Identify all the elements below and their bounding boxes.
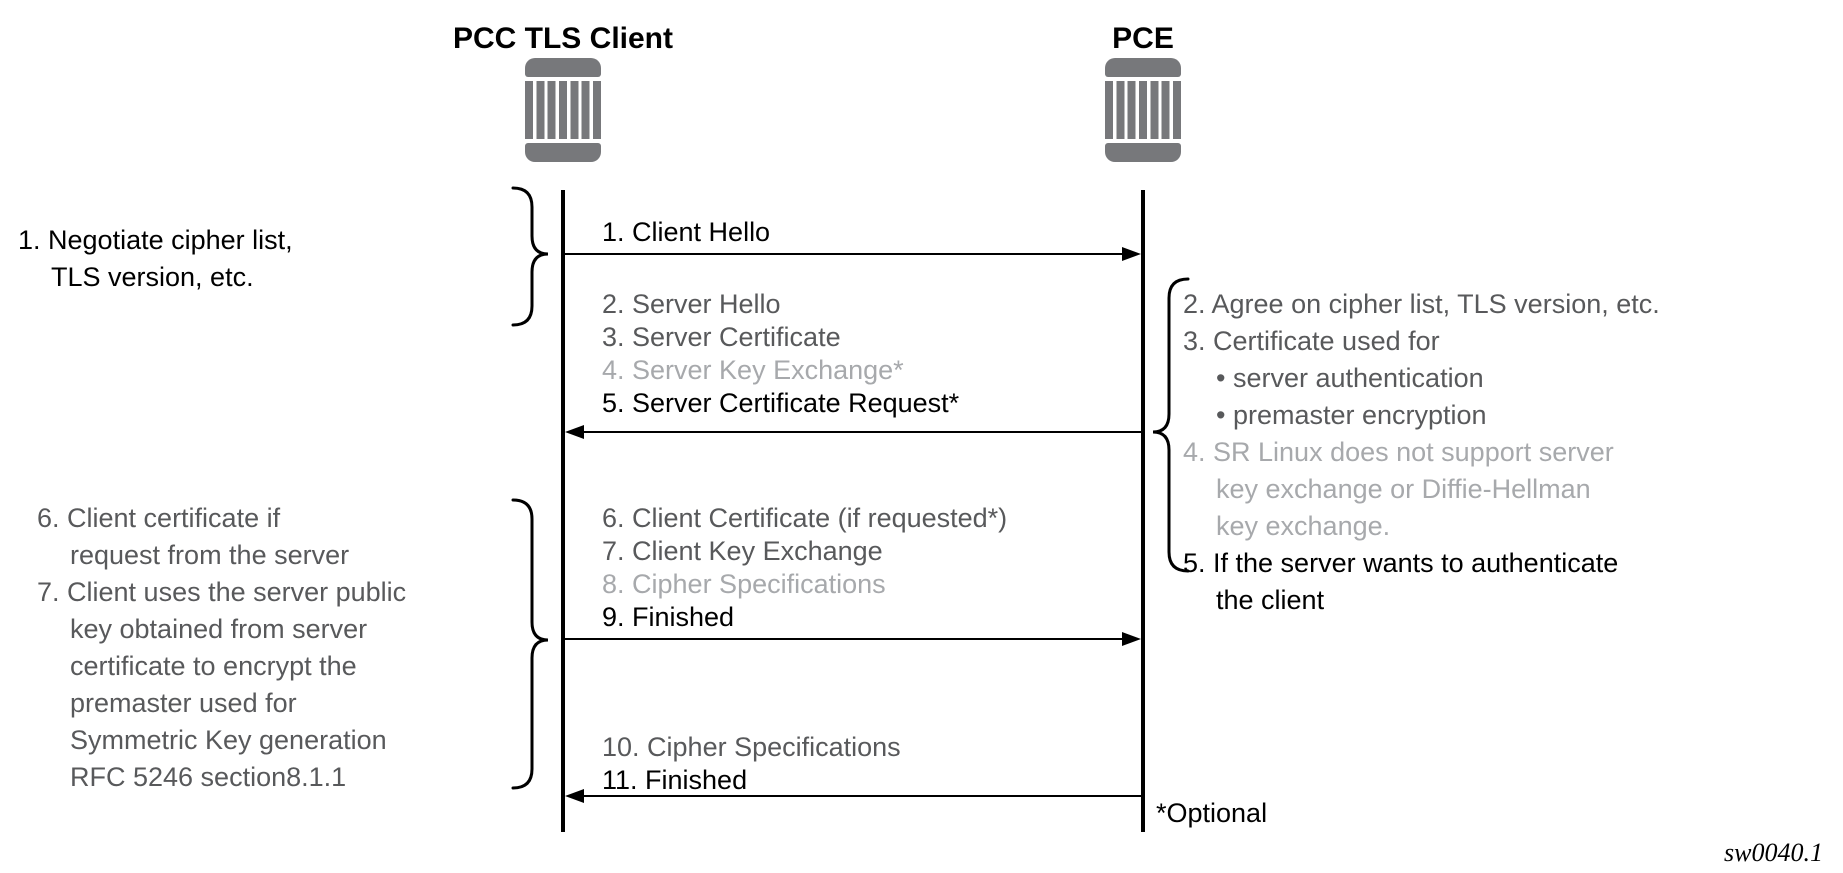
actor-title-pcc-tls-client: PCC TLS Client (452, 22, 673, 55)
note-line: 2. Agree on cipher list, TLS version, et… (1183, 289, 1660, 319)
note-line: certificate to encrypt the (70, 651, 357, 681)
note-line: 6. Client certificate if (37, 503, 281, 533)
router-icon-bottom-cap (525, 143, 601, 162)
curly-brace-left-2 (511, 498, 549, 790)
curly-brace-left-1 (511, 186, 549, 327)
message-label-server-certificate-request: 5. Server Certificate Request* (602, 388, 960, 418)
router-icon (1105, 58, 1181, 162)
optional-footnote: *Optional (1156, 798, 1268, 828)
message-arrow-1-right (565, 247, 1141, 261)
arrow-shaft (565, 638, 1123, 640)
note-line: premaster used for (70, 688, 297, 718)
message-label-server-key-exchange: 4. Server Key Exchange* (602, 355, 904, 385)
message-label-finished: 9. Finished (602, 602, 735, 632)
arrow-head-right-icon (1122, 632, 1141, 646)
message-label-client-key-exchange: 7. Client Key Exchange (602, 536, 883, 566)
lifeline-pce (1141, 190, 1145, 832)
message-group-server-flight: 2. Server Hello 3. Server Certificate 4.… (602, 288, 959, 420)
note-line: 5. If the server wants to authenticate (1183, 548, 1619, 578)
note-line: 3. Certificate used for (1183, 326, 1440, 356)
router-icon-top-cap (525, 58, 601, 77)
router-icon-top-cap (1105, 58, 1181, 77)
actor-title-pce: PCE (1112, 22, 1174, 55)
note-line: TLS version, etc. (51, 262, 254, 292)
message-arrow-9-right (565, 632, 1141, 646)
figure-id: sw0040.1 (1724, 838, 1823, 867)
message-label-cipher-specifications-2: 10. Cipher Specifications (602, 732, 901, 762)
lifeline-client (561, 190, 565, 832)
message-group-final-flight: 10. Cipher Specifications 11. Finished (602, 731, 901, 797)
note-line: • premaster encryption (1216, 400, 1487, 430)
note-line: Symmetric Key generation (70, 725, 387, 755)
message-label-server-hello: 2. Server Hello (602, 289, 781, 319)
router-icon-bottom-cap (1105, 143, 1181, 162)
side-note-negotiate-cipher: 1. Negotiate cipher list, TLS version, e… (18, 222, 293, 296)
message-label-finished-2: 11. Finished (602, 765, 748, 795)
side-note-pce: 2. Agree on cipher list, TLS version, et… (1183, 286, 1660, 619)
side-note-client-certificate: 6. Client certificate if request from th… (37, 500, 406, 796)
arrow-shaft (565, 253, 1123, 255)
message-label-cipher-specifications: 8. Cipher Specifications (602, 569, 886, 599)
note-line: 1. Negotiate cipher list, (18, 225, 293, 255)
note-line: 7. Client uses the server public (37, 577, 407, 607)
router-icon (525, 58, 601, 162)
note-line: key exchange. (1216, 511, 1391, 541)
arrow-shaft (583, 795, 1141, 797)
message-label-client-certificate: 6. Client Certificate (if requested*) (602, 503, 1008, 533)
message-arrow-11-left (565, 789, 1141, 803)
note-line: key exchange or Diffie-Hellman (1216, 474, 1591, 504)
arrow-head-left-icon (565, 789, 584, 803)
router-icon-stripes (525, 81, 601, 139)
router-icon-stripes (1105, 81, 1181, 139)
note-line: request from the server (70, 540, 350, 570)
message-arrow-5-left (565, 425, 1141, 439)
curly-brace-right (1152, 277, 1190, 573)
message-label-client-hello: 1. Client Hello (602, 217, 771, 247)
note-line: key obtained from server (70, 614, 368, 644)
note-line: 4. SR Linux does not support server (1183, 437, 1614, 467)
note-line: RFC 5246 section8.1.1 (70, 762, 347, 792)
note-line: the client (1216, 585, 1325, 615)
message-group-client-flight: 6. Client Certificate (if requested*) 7.… (602, 502, 1007, 634)
note-line: • server authentication (1216, 363, 1484, 393)
arrow-head-right-icon (1122, 247, 1141, 261)
message-label-server-certificate: 3. Server Certificate (602, 322, 841, 352)
arrow-head-left-icon (565, 425, 584, 439)
arrow-shaft (583, 431, 1141, 433)
